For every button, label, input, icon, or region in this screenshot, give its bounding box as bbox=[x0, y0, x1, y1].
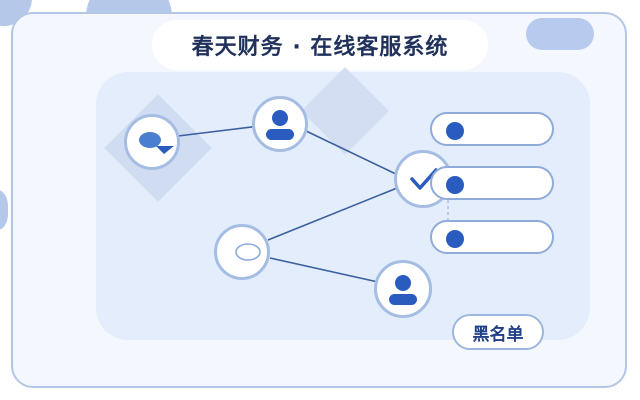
chat-bubble-icon bbox=[139, 132, 174, 154]
decor-pill bbox=[526, 18, 594, 50]
list-item[interactable] bbox=[430, 166, 554, 200]
connection-line bbox=[303, 129, 401, 177]
connection-line bbox=[177, 125, 261, 137]
chat-outline-node[interactable] bbox=[214, 224, 270, 280]
list-bullet-icon bbox=[446, 122, 464, 140]
connection-line bbox=[267, 185, 403, 241]
list-bullet-icon bbox=[446, 230, 464, 248]
chat-node[interactable] bbox=[124, 114, 180, 170]
list-item[interactable] bbox=[430, 220, 554, 254]
page-title-text: 春天财务 · 在线客服系统 bbox=[191, 35, 449, 60]
user-node-top[interactable] bbox=[252, 96, 308, 152]
user-icon bbox=[266, 110, 294, 140]
list-bullet-icon bbox=[446, 176, 464, 194]
decor-blob-left bbox=[0, 190, 8, 230]
chat-bubble-outline-icon bbox=[224, 243, 261, 265]
connection-line bbox=[269, 257, 379, 283]
blacklist-button[interactable]: 黑名单 bbox=[452, 314, 544, 350]
list-item[interactable] bbox=[430, 112, 554, 146]
user-node-bottom[interactable] bbox=[374, 260, 432, 318]
blacklist-button-label: 黑名单 bbox=[472, 324, 524, 345]
page-title: 春天财务 · 在线客服系统 bbox=[152, 20, 488, 70]
user-icon bbox=[389, 275, 417, 305]
